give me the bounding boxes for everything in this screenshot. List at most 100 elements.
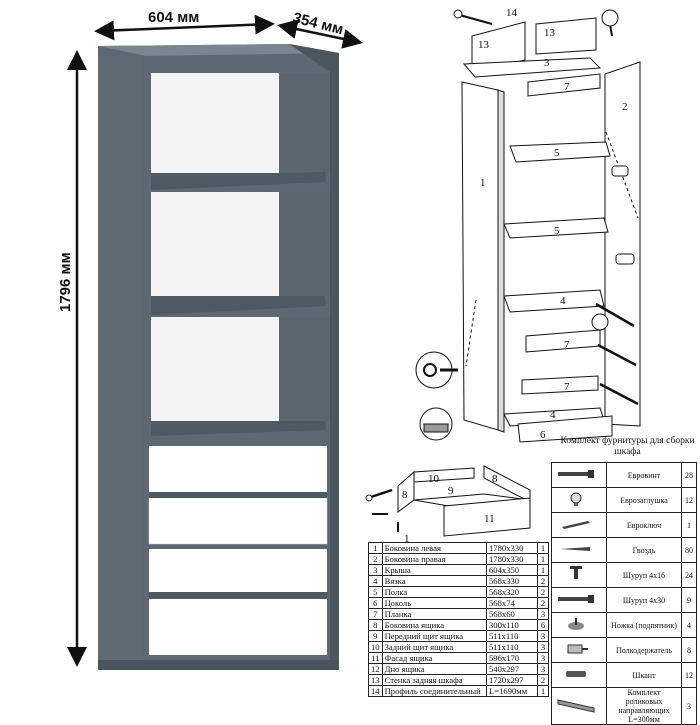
parts-name: Цоколь [381,597,488,609]
cap-icon [551,487,607,513]
parts-n: 7 [368,608,383,620]
label-13-right: 13 [544,27,556,39]
parts-qty: 3 [537,608,549,620]
label-1: 1 [480,177,486,189]
parts-size: 1720x297 [486,674,538,686]
parts-name: Задний щит ящика [381,641,488,653]
hardware-name: Шуруп 4x16 [606,562,682,588]
height-label: 1796 мм [57,252,74,312]
label-13-left: 13 [478,39,490,51]
parts-size: 604x350 [486,564,538,576]
parts-n: 13 [368,674,383,686]
parts-size: 596x170 [486,652,538,664]
label-7-top: 7 [564,81,570,93]
parts-name: Передний щит ящика [381,630,488,642]
parts-name: Боковина правая [381,553,488,565]
screw-long-icon [551,462,607,488]
parts-name: Профиль соединительный [381,685,488,697]
parts-n: 10 [368,641,383,653]
parts-n: 12 [368,663,383,675]
parts-name: Стенка задняя шкафа [381,674,488,686]
depth-dimension-line [277,19,363,49]
label-3: 3 [544,57,550,69]
parts-n: 11 [368,652,383,664]
label-4-a: 4 [560,295,566,307]
parts-qty: 6 [537,619,549,631]
label-14: 14 [506,7,518,19]
width-label: 604 мм [148,9,199,26]
parts-n: 6 [368,597,383,609]
cabinet-body [98,44,339,670]
label-2: 2 [622,101,628,113]
hardware-name: Гвоздь [606,537,682,563]
parts-name: Планка [381,608,488,620]
parts-size: 1780x330 [486,553,538,565]
hardware-name: Шуруп 4x30 [606,587,682,613]
parts-size: 568x74 [486,597,538,609]
hardware-qty: 28 [681,462,697,488]
label-1-drawer: 1 [404,533,410,545]
parts-qty: 3 [537,641,549,653]
hardware-qty: 12 [681,487,697,513]
hardware-qty: 9 [681,587,697,613]
shelf-holder-icon [551,637,607,663]
hardware-row: Ножка (подпятник)4 [551,612,697,638]
parts-n: 9 [368,630,383,642]
parts-n: 8 [368,619,383,631]
parts-size: 568x60 [486,608,538,620]
assembly-diagram [415,9,641,443]
parts-qty: 2 [537,575,549,587]
label-11: 11 [484,513,495,525]
hardware-qty: 3 [681,687,697,725]
parts-qty: 3 [537,630,549,642]
screw-long-icon [551,587,607,613]
hardware-qty: 80 [681,537,697,563]
parts-qty: 3 [537,663,549,675]
label-7-low: 7 [564,381,570,393]
parts-name: Полка [381,586,488,598]
parts-n: 2 [368,553,383,565]
hex-key-icon [551,512,607,538]
leg-icon [551,612,607,638]
parts-name: Вязка [381,575,488,587]
label-5-a: 5 [554,147,560,159]
parts-name: Крыша [381,564,488,576]
hardware-name: Евровинт [606,462,682,488]
label-8-right: 8 [492,473,498,485]
parts-qty: 2 [537,597,549,609]
hardware-name: Евроключ [606,512,682,538]
screw-short-icon [551,562,607,588]
hardware-title: Комплект фурнитуры для сборки шкафа [560,436,695,457]
parts-size: 300x110 [486,619,538,631]
parts-qty: 1 [537,553,549,565]
hardware-name: Шкант [606,662,682,688]
hardware-qty: 4 [681,612,697,638]
label-7-mid: 7 [564,339,570,351]
parts-n: 4 [368,575,383,587]
drawer-fronts [148,446,328,655]
hardware-name: Комплект роликовых направляющих L=300мм [606,687,682,725]
label-8-left: 8 [402,489,408,501]
parts-qty: 2 [537,674,549,686]
parts-qty: 1 [537,564,549,576]
dowel-icon [551,662,607,688]
parts-size: 568x330 [486,575,538,587]
parts-qty: 2 [537,586,549,598]
